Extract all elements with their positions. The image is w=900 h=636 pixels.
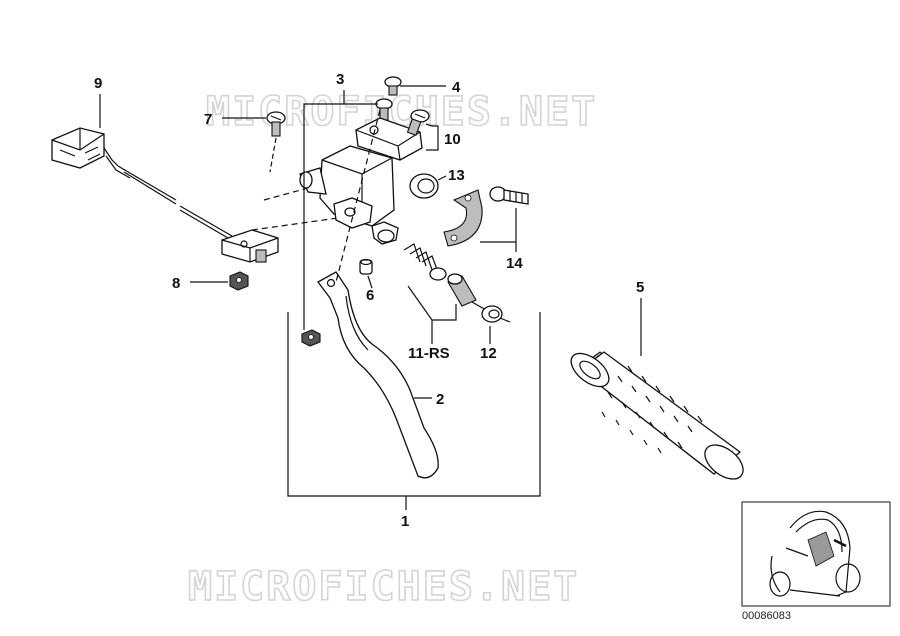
part-piston-11[interactable] bbox=[447, 273, 487, 311]
part-3-guides bbox=[251, 181, 339, 231]
part-nut-lower[interactable] bbox=[301, 329, 321, 347]
watermark-bottom: MICROFICHES.NET bbox=[188, 564, 579, 610]
part-switch-block[interactable] bbox=[221, 229, 279, 263]
thumbnail-frame[interactable] bbox=[741, 501, 891, 607]
part-lever-2[interactable] bbox=[317, 271, 439, 479]
part-clamp-plate-10[interactable] bbox=[355, 109, 430, 161]
callout-5: 5 bbox=[636, 279, 644, 296]
callout-12: 12 bbox=[480, 345, 497, 362]
part-bushing-6[interactable] bbox=[359, 258, 373, 275]
callout-14: 14 bbox=[506, 255, 523, 272]
part-housing-3[interactable] bbox=[299, 145, 399, 245]
part-screw-7[interactable] bbox=[266, 111, 286, 173]
leader-lines bbox=[99, 85, 642, 510]
part-connector-9[interactable] bbox=[51, 127, 233, 239]
part-clamp-14[interactable] bbox=[443, 186, 529, 247]
callout-9: 9 bbox=[94, 75, 102, 92]
callout-6: 6 bbox=[366, 287, 374, 304]
part-seal-12[interactable] bbox=[481, 305, 511, 323]
part-nut-8[interactable] bbox=[229, 271, 249, 291]
callout-4: 4 bbox=[452, 79, 461, 96]
callout-10: 10 bbox=[444, 131, 461, 148]
callout-11-rs: 11-RS bbox=[408, 345, 450, 362]
scooter-icon bbox=[769, 510, 861, 597]
callout-7: 7 bbox=[204, 111, 212, 128]
callout-2: 2 bbox=[436, 391, 444, 408]
part-screw-4[interactable] bbox=[384, 76, 402, 96]
callout-13: 13 bbox=[448, 167, 465, 184]
part-grip-5[interactable] bbox=[565, 347, 749, 486]
part-spring[interactable] bbox=[403, 243, 447, 281]
part-grommet-13[interactable] bbox=[409, 173, 439, 199]
callout-8: 8 bbox=[172, 275, 180, 292]
diagram-number: 00086083 bbox=[742, 610, 791, 622]
callout-3: 3 bbox=[336, 71, 344, 88]
callout-1: 1 bbox=[401, 513, 409, 530]
